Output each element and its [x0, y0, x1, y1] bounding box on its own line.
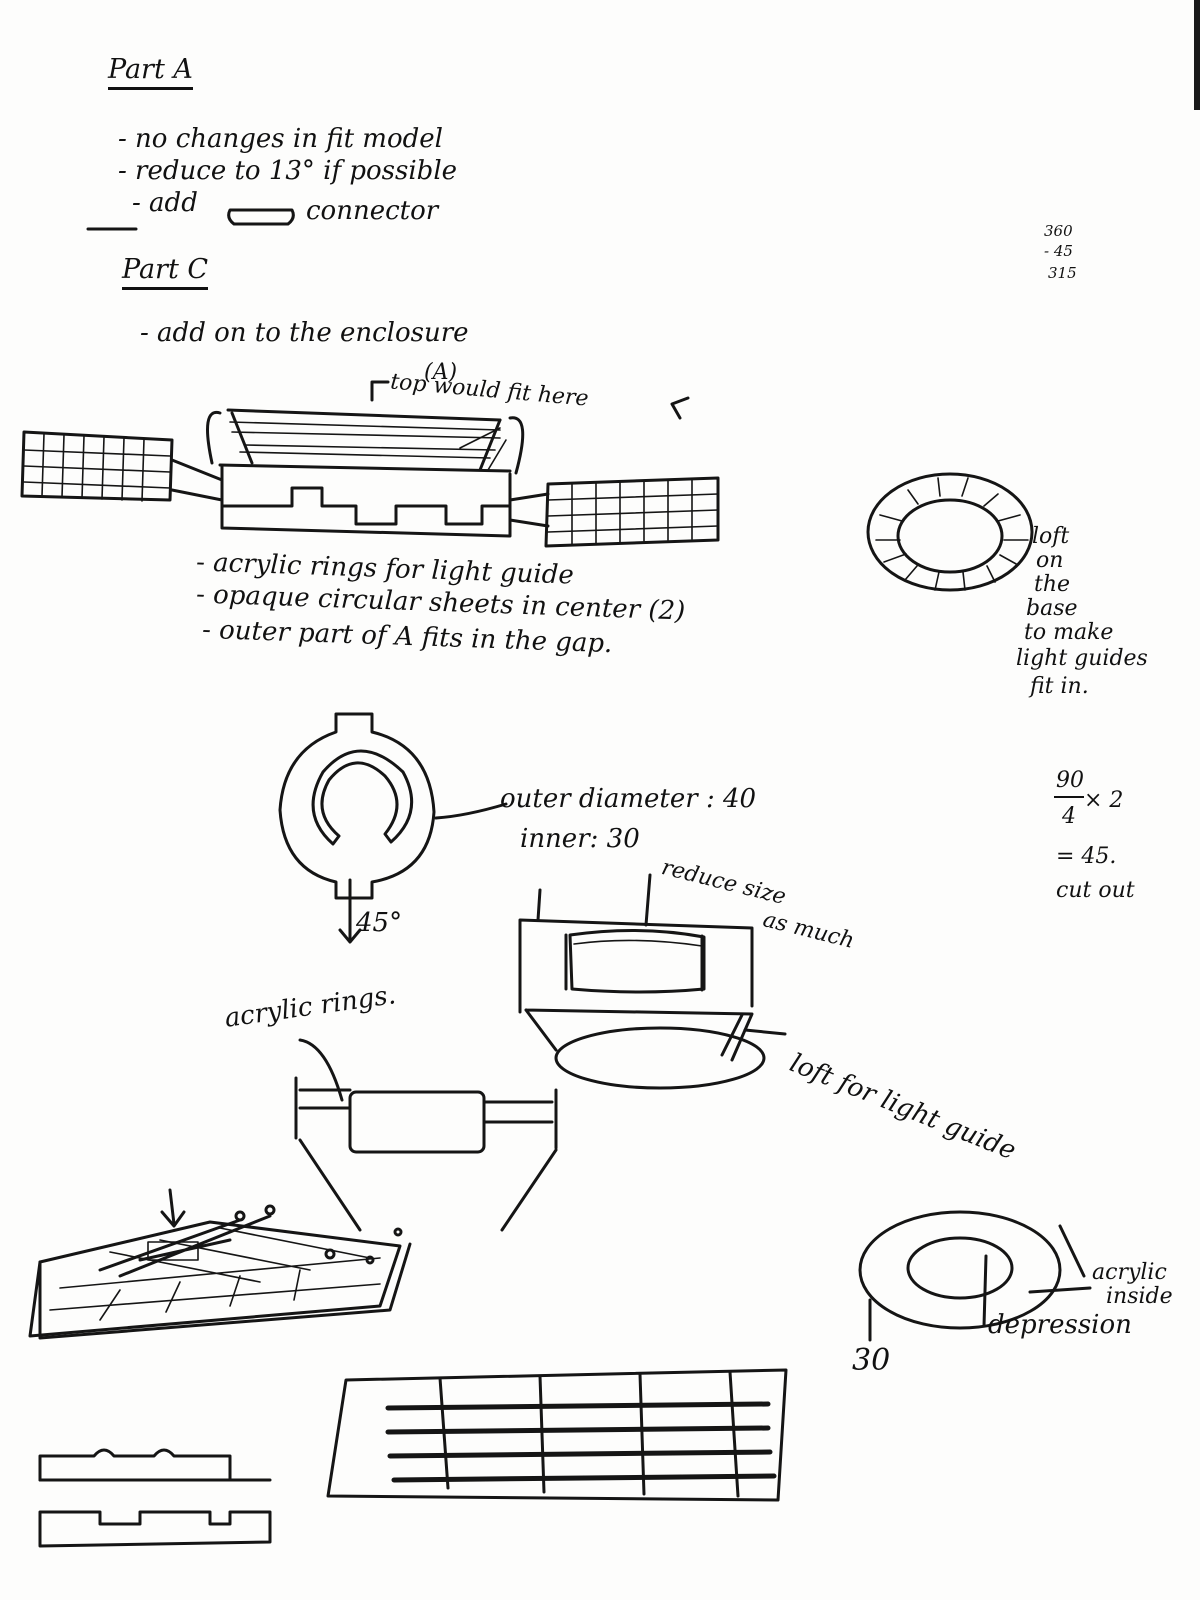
connector-sketch [227, 208, 295, 226]
ring-note-7: fit in. [1030, 674, 1089, 699]
calc-mid-numerator: 90 [1056, 768, 1084, 793]
part-c-intro: - add on to the enclosure [140, 318, 469, 348]
inner-diameter-note: inner: 30 [520, 824, 640, 854]
scan-edge-shadow [1194, 0, 1200, 110]
ring-note-3: the [1034, 572, 1071, 597]
callout-label: (A) [424, 360, 458, 385]
tabbed-ring-sketch [278, 712, 508, 944]
calc-mid-fraction-bar [1054, 796, 1084, 798]
ring-note-1: loft [1032, 524, 1070, 549]
solar-panel-left [20, 430, 224, 502]
bottom-grid-sketch [326, 1368, 788, 1502]
calc-mid-cut: cut out [1056, 878, 1135, 903]
calc-mid-denominator: 4 [1062, 804, 1076, 829]
disc-size-label: 30 [852, 1343, 891, 1378]
part-a-line-1: - no changes in fit model [118, 124, 443, 154]
hatched-ring-sketch [866, 472, 1034, 592]
profile-slot-sketch [38, 1510, 272, 1548]
profile-tab-sketch [38, 1448, 272, 1482]
ring-note-5: to make [1024, 620, 1114, 645]
part-a-line-2: - reduce to 13° if possible [118, 156, 458, 186]
grid-tray-sketch [28, 1188, 412, 1340]
calc-top-3: 315 [1048, 264, 1077, 282]
calc-top-1: 360 [1044, 222, 1073, 240]
solar-panel-right [508, 476, 720, 548]
ring-note-4: base [1026, 596, 1078, 621]
depression-disc-sketch [858, 1210, 1092, 1342]
calc-top-2: - 45 [1044, 242, 1073, 260]
enclosure-sketch [206, 408, 525, 538]
calc-mid-result: = 45. [1056, 844, 1117, 869]
outer-diameter-note: outer diameter : 40 [500, 784, 757, 814]
calc-mid-times: × 2 [1084, 788, 1124, 813]
callout-brackets [370, 380, 690, 420]
reduce-size-cylinder-sketch [518, 873, 787, 1090]
disc-inside-label: inside [1106, 1284, 1173, 1309]
part-a-line-3: - add [132, 188, 198, 218]
part-a-heading: Part A [108, 56, 193, 90]
ring-note-6: light guides [1016, 646, 1148, 671]
acrylic-rings-bracket-sketch [294, 1038, 558, 1232]
part-a-line-4: connector [306, 196, 439, 226]
part-c-heading: Part C [122, 256, 209, 290]
angle-label: 45° [356, 908, 403, 938]
disc-acrylic-label: acrylic [1092, 1260, 1167, 1285]
disc-depression-label: depression [988, 1310, 1132, 1340]
ring-note-2: on [1036, 548, 1064, 573]
